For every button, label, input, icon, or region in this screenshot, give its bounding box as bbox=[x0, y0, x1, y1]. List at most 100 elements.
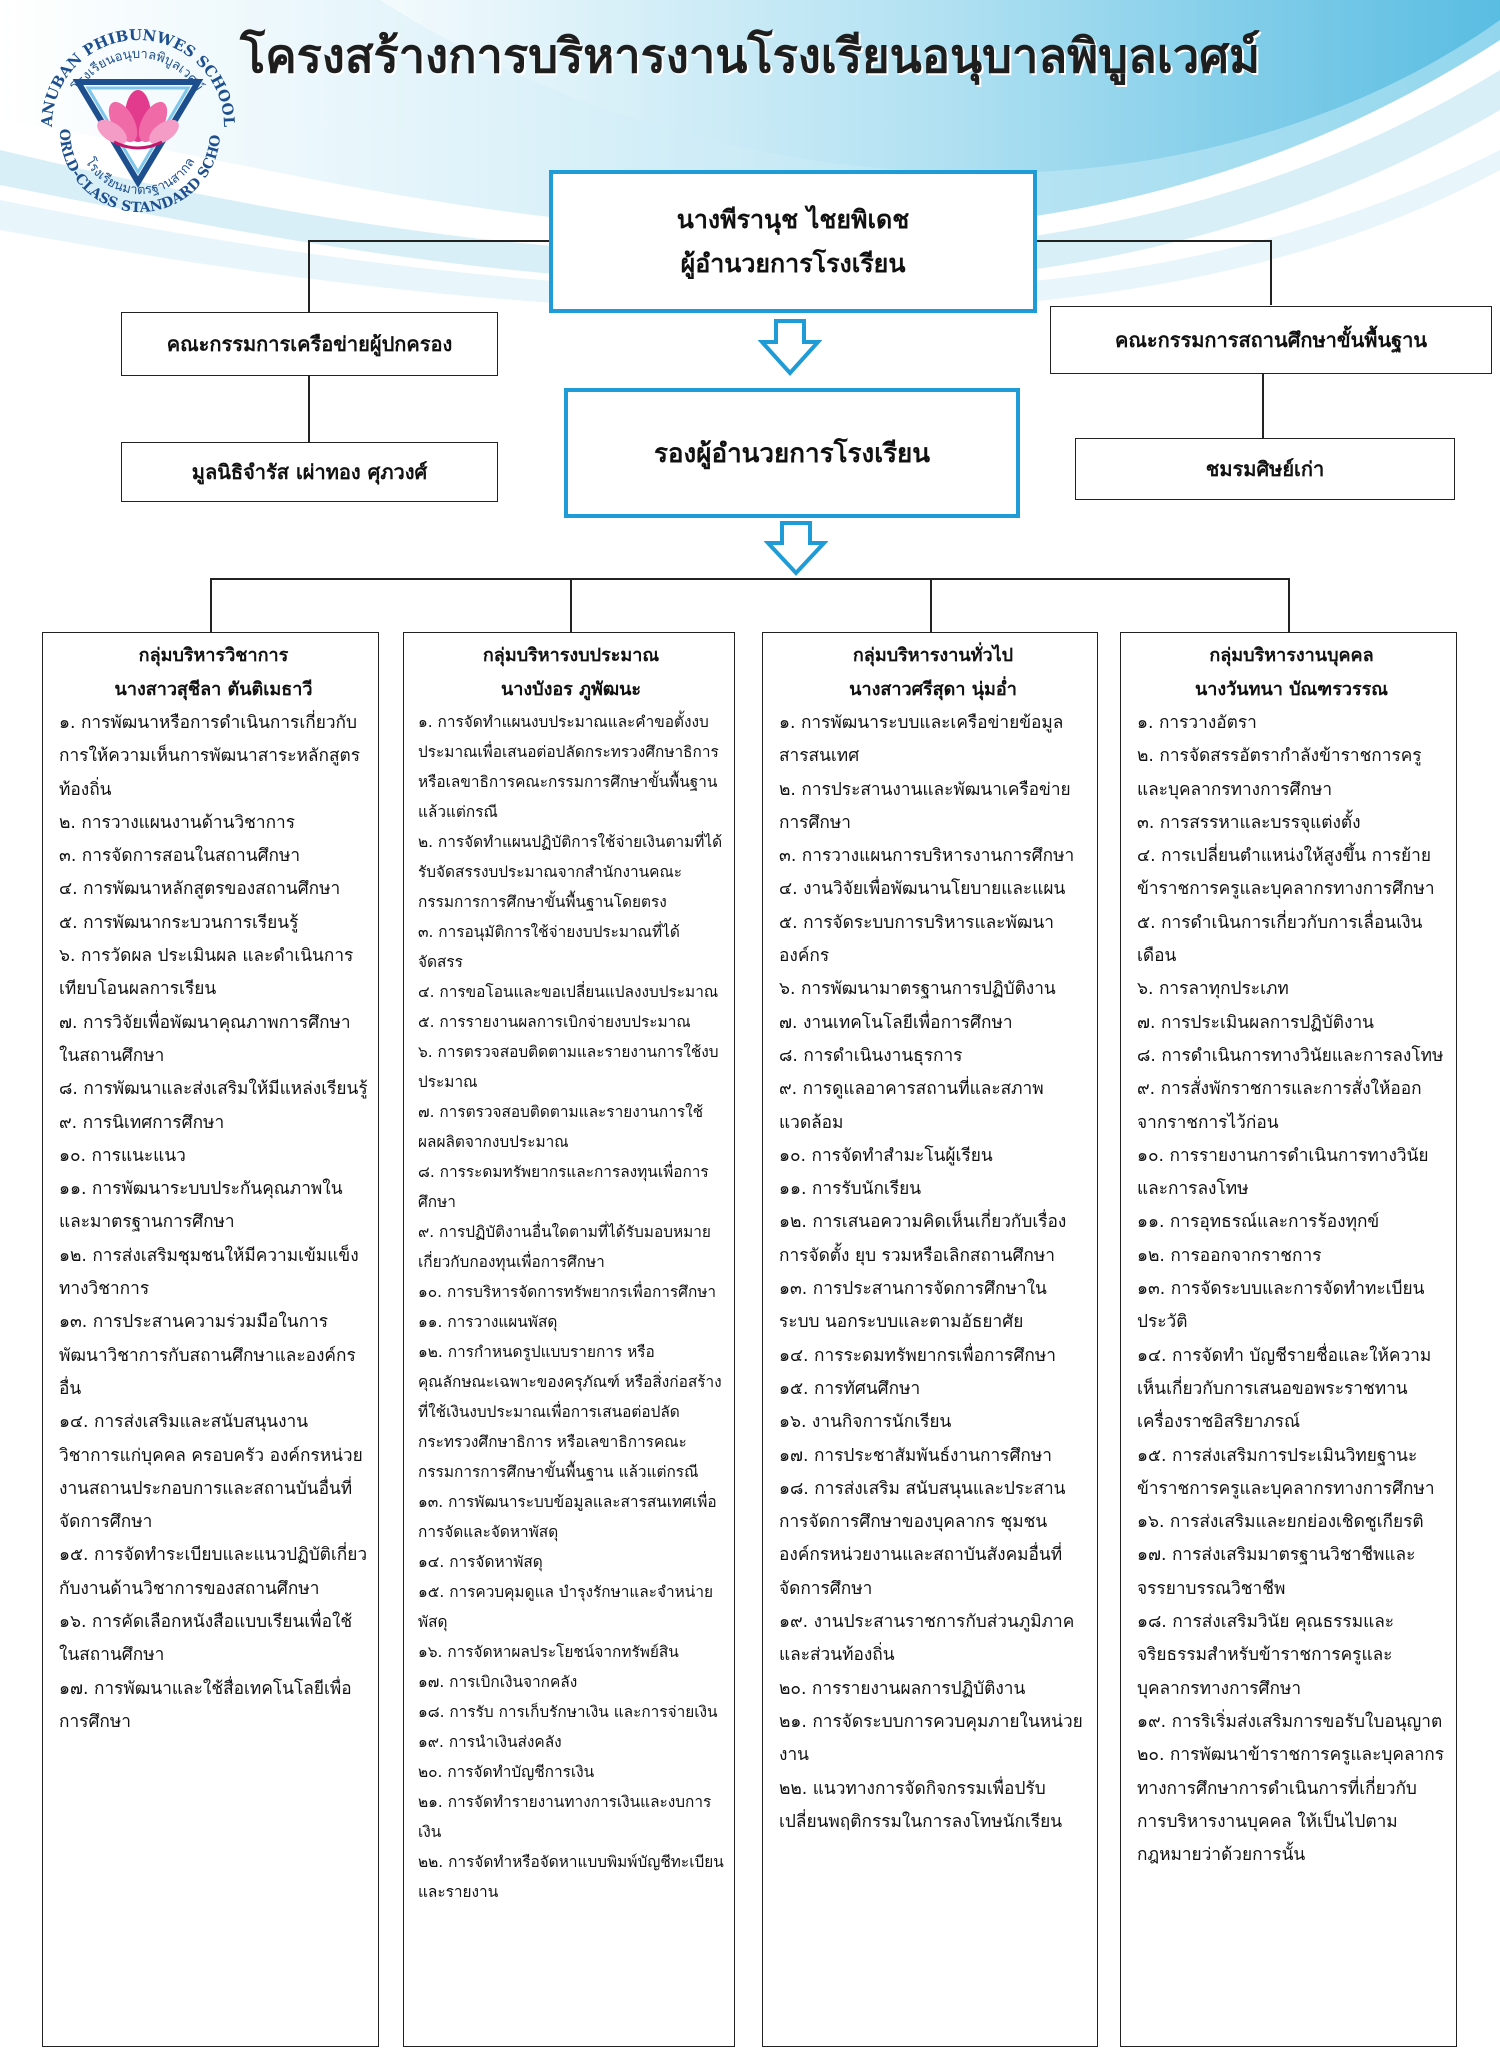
deputy-box: รองผู้อำนวยการโรงเรียน bbox=[564, 388, 1020, 518]
task-item: ๑๖. การจัดหาผลประโยชน์จากทรัพย์สิน bbox=[418, 1643, 679, 1661]
task-item: ๗. การวิจัยเพื่อพัฒนาคุณภาพการศึกษาในสถา… bbox=[59, 1012, 351, 1066]
task-item: ๘. การพัฒนาและส่งเสริมให้มีแหล่งเรียนรู้ bbox=[59, 1079, 368, 1100]
task-item: ๑๕. การจัดทำระเบียบและแนวปฏิบัติเกี่ยวกั… bbox=[59, 1545, 368, 1599]
task-item: ๘. การดำเนินการทางวินัยและการลงโทษ bbox=[1137, 1045, 1444, 1066]
task-item: ๑๗. การเบิกเงินจากคลัง bbox=[418, 1673, 578, 1691]
task-item: ๑. การวางอัตรา bbox=[1137, 713, 1257, 733]
task-list: ๑. การจัดทำแผนงบประมาณและคำขอตั้งงบประมา… bbox=[418, 707, 724, 1907]
task-item: ๑๙. งานประสานราชการกับส่วนภูมิภาคและส่วน… bbox=[779, 1612, 1075, 1666]
task-item: ๓. การอนุมัติการใช้จ่ายงบประมาณที่ได้จัด… bbox=[418, 923, 680, 971]
task-item: ๑. การพัฒนาหรือการดำเนินการเกี่ยวกับการใ… bbox=[59, 713, 361, 800]
group-title: กลุ่มบริหารวิชาการ bbox=[138, 645, 289, 666]
task-item: ๖. การตรวจสอบติดตามและรายงานการใช้งบประม… bbox=[418, 1043, 719, 1091]
task-item: ๑๓. การประสานการจัดการศึกษาในระบบ นอกระบ… bbox=[779, 1279, 1047, 1333]
task-item: ๙. การสั่งพักราชการและการสั่งให้ออกจากรา… bbox=[1137, 1079, 1422, 1133]
group-title: กลุ่มบริหารงบประมาณ bbox=[482, 645, 660, 666]
connector-line bbox=[210, 578, 1290, 580]
task-item: ๗. งานเทคโนโลยีเพื่อการศึกษา bbox=[779, 1012, 1013, 1033]
group-general: กลุ่มบริหารงานทั่วไป นางสาวศรีสุดา นุ่มอ… bbox=[762, 632, 1098, 2047]
parent-network-committee-box: คณะกรรมการเครือข่ายผู้ปกครอง bbox=[121, 312, 498, 376]
task-item: ๑๗. การประชาสัมพันธ์งานการศึกษา bbox=[779, 1445, 1052, 1466]
connector-line bbox=[308, 375, 310, 443]
task-item: ๑๖. งานกิจการนักเรียน bbox=[779, 1412, 952, 1433]
group-title: กลุ่มบริหารงานทั่วไป bbox=[852, 645, 1014, 666]
deputy-position: รองผู้อำนวยการโรงเรียน bbox=[653, 438, 931, 469]
task-item: ๑๐. การจัดทำสำมะโนผู้เรียน bbox=[779, 1145, 993, 1166]
task-item: ๗. การประเมินผลการปฏิบัติงาน bbox=[1137, 1012, 1374, 1033]
task-item: ๑๑. การรับนักเรียน bbox=[779, 1179, 922, 1200]
school-logo: ANUBAN PHIBUNWES SCHOOL โรงเรียนอนุบาลพิ… bbox=[30, 14, 238, 216]
task-item: ๑๕. การส่งเสริมการประเมินวิทยฐานะข้าราชก… bbox=[1137, 1445, 1435, 1499]
foundation-name: มูลนิธิจำรัส เผ่าทอง ศุภวงศ์ bbox=[191, 460, 428, 484]
task-item: ๑๑. การพัฒนาระบบประกันคุณภาพในและมาตรฐาน… bbox=[59, 1179, 343, 1233]
arrow-down-icon bbox=[758, 319, 822, 376]
task-item: ๖. การลาทุกประเภท bbox=[1137, 979, 1289, 1000]
task-item: ๑๔. การระดมทรัพยากรเพื่อการศึกษา bbox=[779, 1345, 1056, 1366]
task-item: ๑๗. การพัฒนาและใช้สื่อเทคโนโลยีเพื่อการศ… bbox=[59, 1678, 352, 1732]
parent-network-committee: คณะกรรมการเครือข่ายผู้ปกครอง bbox=[166, 332, 453, 356]
task-item: ๘. การระดมทรัพยากรและการลงทุนเพื่อการศึก… bbox=[418, 1163, 709, 1211]
task-item: ๒. การจัดสรรอัตรากำลังข้าราชการครูและบุค… bbox=[1137, 746, 1422, 800]
foundation-box: มูลนิธิจำรัส เผ่าทอง ศุภวงศ์ bbox=[121, 442, 498, 502]
task-item: ๓. การจัดการสอนในสถานศึกษา bbox=[59, 846, 301, 867]
task-item: ๑๒. การส่งเสริมชุมชนให้มีความเข้มแข็งทาง… bbox=[59, 1245, 359, 1300]
task-item: ๑๘. การรับ การเก็บรักษาเงิน และการจ่ายเง… bbox=[418, 1703, 718, 1721]
connector-line bbox=[1035, 240, 1272, 242]
task-item: ๕. การดำเนินการเกี่ยวกับการเลื่อนเงินเดื… bbox=[1137, 912, 1423, 967]
page-title: โครงสร้างการบริหารงานโรงเรียนอนุบาลพิบูล… bbox=[239, 29, 1261, 84]
task-item: ๖. การวัดผล ประเมินผล และดำเนินการเทียบโ… bbox=[59, 946, 354, 1000]
task-item: ๑. การจัดทำแผนงบประมาณและคำขอตั้งงบประมา… bbox=[418, 713, 719, 821]
task-item: ๑๒. การกำหนดรูปแบบรายการ หรือคุณลักษณะเฉ… bbox=[418, 1343, 722, 1481]
director-name: นางพีรานุช ไชยพิเดช bbox=[676, 204, 910, 234]
connector-line bbox=[1270, 240, 1272, 305]
task-item: ๑๓. การประสานความร่วมมือในการพัฒนาวิชากา… bbox=[59, 1312, 356, 1399]
connector-line bbox=[930, 578, 932, 632]
group-title: กลุ่มบริหารงานบุคคล bbox=[1209, 645, 1374, 666]
director-box: นางพีรานุช ไชยพิเดช ผู้อำนวยการโรงเรียน bbox=[549, 170, 1037, 313]
task-item: ๓. การสรรหาและบรรจุแต่งตั้ง bbox=[1137, 812, 1361, 833]
task-item: ๑๔. การจัดหาพัสดุ bbox=[418, 1553, 543, 1571]
task-item: ๑๙. การริเริ่มส่งเสริมการขอรับใบอนุญาต bbox=[1137, 1711, 1443, 1732]
group-head: นางวันทนา บัณฑรวรรณ bbox=[1194, 679, 1389, 700]
task-item: ๒๑. การจัดระบบการควบคุมภายในหน่วยงาน bbox=[779, 1711, 1083, 1766]
connector-line bbox=[1288, 578, 1290, 632]
wave-background bbox=[0, 0, 1500, 330]
task-item: ๒๐. การรายงานผลการปฏิบัติงาน bbox=[779, 1678, 1026, 1699]
task-item: ๙. การดูแลอาคารสถานที่และสภาพแวดล้อม bbox=[779, 1079, 1044, 1133]
alumni-club-box: ชมรมศิษย์เก่า bbox=[1075, 438, 1455, 500]
task-list: ๑. การพัฒนาหรือการดำเนินการเกี่ยวกับการใ… bbox=[59, 707, 368, 1739]
task-item: ๘. การดำเนินงานธุรการ bbox=[779, 1045, 963, 1066]
task-item: ๒. การจัดทำแผนปฏิบัติการใช้จ่ายเงินตามที… bbox=[418, 833, 723, 911]
task-item: ๑๓. การพัฒนาระบบข้อมูลและสารสนเทศเพื่อกา… bbox=[418, 1493, 717, 1541]
task-item: ๕. การพัฒนากระบวนการเรียนรู้ bbox=[59, 912, 299, 933]
director-position: ผู้อำนวยการโรงเรียน bbox=[680, 248, 906, 278]
connector-line bbox=[570, 578, 572, 632]
group-academic: กลุ่มบริหารวิชาการ นางสาวสุชีลา ตันติเมธ… bbox=[42, 632, 379, 2047]
task-item: ๙. การนิเทศการศึกษา bbox=[59, 1112, 225, 1133]
task-item: ๓. การวางแผนการบริหารงานการศึกษา bbox=[779, 846, 1075, 867]
task-item: ๑๔. การจัดทำ บัญชีรายชื่อและให้ความเห็นเ… bbox=[1137, 1345, 1432, 1433]
task-item: ๒. การประสานงานและพัฒนาเครือข่ายการศึกษา bbox=[779, 779, 1071, 833]
task-item: ๕. การจัดระบบการบริหารและพัฒนาองค์กร bbox=[779, 912, 1054, 967]
task-item: ๑๘. การส่งเสริม สนับสนุนและประสานการจัดก… bbox=[779, 1478, 1066, 1599]
task-item: ๔. การขอโอนและขอเปลี่ยนแปลงงบประมาณ bbox=[418, 983, 719, 1001]
task-item: ๑๘. การส่งเสริมวินัย คุณธรรมและจริยธรรมส… bbox=[1137, 1612, 1395, 1699]
task-item: ๔. การเปลี่ยนตำแหน่งให้สูงขึ้น การย้ายข้… bbox=[1137, 846, 1435, 900]
basic-education-committee: คณะกรรมการสถานศึกษาขั้นพื้นฐาน bbox=[1114, 328, 1428, 352]
task-item: ๒๑. การจัดทำรายงานทางการเงินและงบการเงิน bbox=[418, 1793, 712, 1841]
task-item: ๒๒. การจัดทำหรือจัดหาแบบพิมพ์บัญชีทะเบีย… bbox=[418, 1853, 724, 1901]
group-head: นางบังอร ภูพัฒนะ bbox=[500, 679, 642, 700]
connector-line bbox=[308, 240, 310, 312]
task-item: ๔. การพัฒนาหลักสูตรของสถานศึกษา bbox=[59, 879, 341, 900]
lotus-icon bbox=[97, 90, 179, 150]
connector-line bbox=[308, 240, 551, 242]
task-item: ๑๒. การออกจากราชการ bbox=[1137, 1245, 1322, 1266]
task-item: ๑๓. การจัดระบบและการจัดทำทะเบียนประวัติ bbox=[1137, 1279, 1425, 1333]
basic-education-committee-box: คณะกรรมการสถานศึกษาขั้นพื้นฐาน bbox=[1050, 306, 1492, 374]
task-item: ๒. การวางแผนงานด้านวิชาการ bbox=[59, 812, 296, 833]
task-item: ๑๙. การนำเงินส่งคลัง bbox=[418, 1733, 562, 1751]
task-item: ๒๒. แนวทางการจัดกิจกรรมเพื่อปรับเปลี่ยนพ… bbox=[779, 1778, 1063, 1832]
task-item: ๖. การพัฒนามาตรฐานการปฏิบัติงาน bbox=[779, 979, 1056, 1000]
task-list: ๑. การพัฒนาระบบและเครือข่ายข้อมูลสารสนเท… bbox=[779, 707, 1087, 1839]
task-item: ๑๖. การส่งเสริมและยกย่องเชิดชูเกียรติ bbox=[1137, 1512, 1424, 1533]
